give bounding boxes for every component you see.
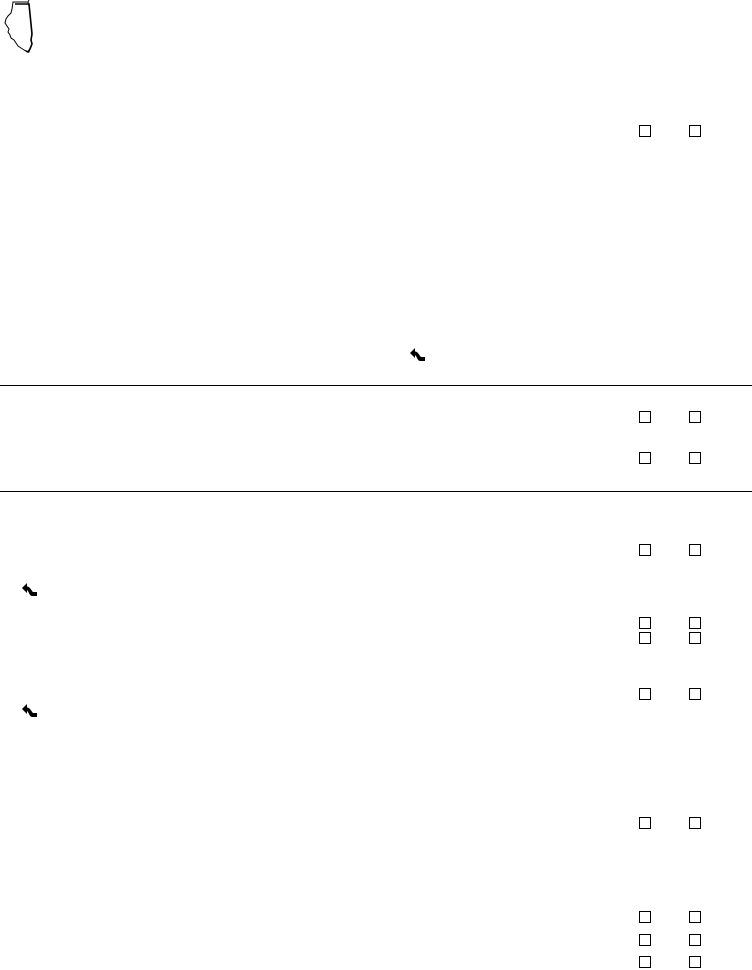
- checkbox-left[interactable]: [639, 617, 651, 629]
- checkbox-left[interactable]: [639, 688, 651, 700]
- checkbox-right[interactable]: [689, 125, 701, 137]
- section-divider: [0, 491, 752, 492]
- checkbox-left[interactable]: [639, 956, 651, 968]
- section-divider: [0, 385, 752, 386]
- checkbox-left[interactable]: [639, 125, 651, 137]
- checkbox-right[interactable]: [689, 544, 701, 556]
- checkbox-right[interactable]: [689, 411, 701, 423]
- checkbox-right[interactable]: [689, 688, 701, 700]
- checkbox-left[interactable]: [639, 632, 651, 644]
- checkbox-right[interactable]: [689, 632, 701, 644]
- checkbox-left[interactable]: [639, 452, 651, 464]
- return-arrow-icon: [22, 704, 37, 717]
- checkbox-left[interactable]: [639, 544, 651, 556]
- return-arrow-icon: [410, 348, 425, 361]
- return-arrow-icon: [22, 583, 37, 596]
- checkbox-right[interactable]: [689, 934, 701, 946]
- checkbox-left[interactable]: [639, 911, 651, 923]
- checkbox-right[interactable]: [689, 911, 701, 923]
- checkbox-left[interactable]: [639, 934, 651, 946]
- checkbox-right[interactable]: [689, 617, 701, 629]
- checkbox-left[interactable]: [639, 411, 651, 423]
- checkbox-right[interactable]: [689, 956, 701, 968]
- checkbox-left[interactable]: [639, 817, 651, 829]
- checkbox-right[interactable]: [689, 817, 701, 829]
- illinois-state-outline-icon: [4, 0, 33, 54]
- checkbox-right[interactable]: [689, 452, 701, 464]
